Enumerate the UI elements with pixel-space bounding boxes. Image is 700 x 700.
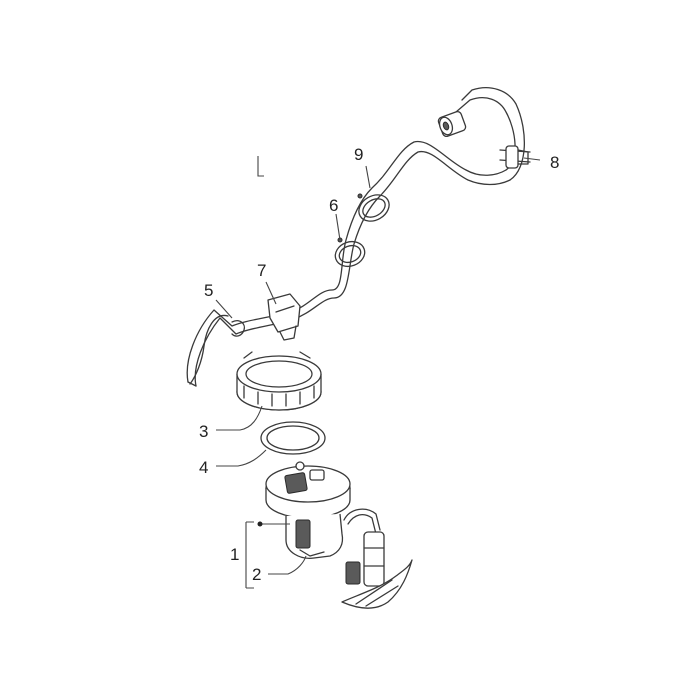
hose-clip-6 [334,237,366,268]
hose-clip-9 [357,193,390,222]
callout-1-dot [257,521,263,527]
callout-6: 6 [329,196,338,215]
callout-3: 3 [199,422,208,441]
hose-holder-7 [267,293,301,341]
callout-7: 7 [257,261,266,280]
callout-2: 2 [252,565,261,584]
gasket-4 [260,421,326,455]
callout-1: 1 [230,545,239,564]
ring-nut-3 [236,351,322,411]
fuel-hose-assembly [186,87,531,387]
breather-hose-5 [189,314,246,385]
callout-8: 8 [550,153,559,172]
callout-9: 9 [354,145,363,164]
hose-quick-connector [437,110,467,138]
callout-4: 4 [199,458,208,477]
callout-5: 5 [204,281,213,300]
leader-lines [215,156,541,589]
fuel-pump-assembly [265,461,413,609]
